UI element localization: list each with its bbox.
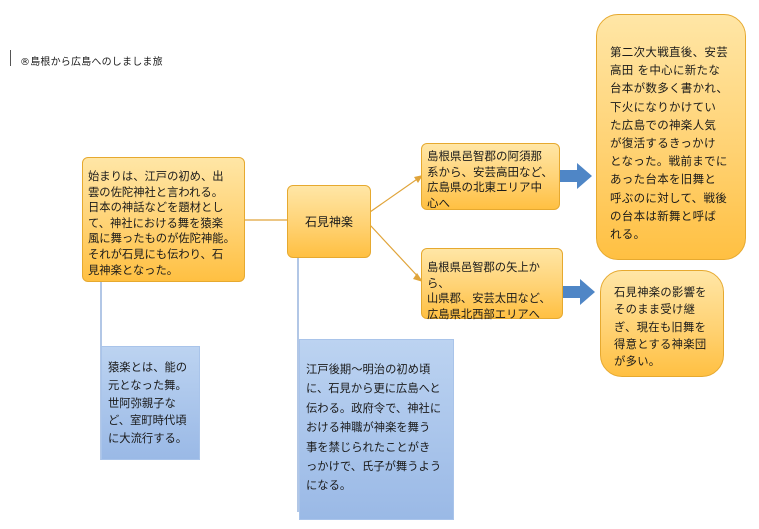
box-origin: 始まりは、江戸の初め、出 雲の佐陀神社と言われる。 日本の神話などを題材とし て… [82, 157, 245, 282]
box-iwami-kagura: 石見神楽 [287, 185, 371, 258]
connector-iwami-north [369, 174, 424, 213]
arrowhead-northwest [413, 273, 423, 282]
block-arrow-northwest [563, 279, 595, 305]
box-edo-late: 江戸後期～明治の初め頃 に、石見から更に広島へと 伝わる。政府令で、神社に おけ… [299, 339, 454, 520]
document-title: ®島根から広島へのしましま旅 [20, 57, 163, 68]
margin-marker [10, 50, 11, 66]
box-kyumai: 石見神楽の影響を そのまま受け継 ぎ、現在も旧舞を 得意とする神楽団 が多い。 [600, 270, 724, 377]
connector-iwami-northwest [369, 224, 424, 283]
box-northwest-route: 島根県邑智郡の矢上から、 山県郡、安芸太田など、 広島県北西部エリアへ [421, 248, 563, 321]
box-sarugaku: 猿楽とは、能の 元となった舞。 世阿弥親子な ど、室町時代頃 に大流行する。 [101, 346, 200, 460]
block-arrow-north [560, 163, 592, 189]
box-north-route: 島根県邑智郡の阿須那 系から、安芸高田など、 広島県の北東エリア中 心へ [421, 143, 560, 210]
box-shinmai: 第二次大戦直後、安芸 高田 を中心に新たな 台本が数多く書かれ、 下火になりかけ… [596, 14, 746, 260]
arrowhead-north [414, 175, 423, 183]
